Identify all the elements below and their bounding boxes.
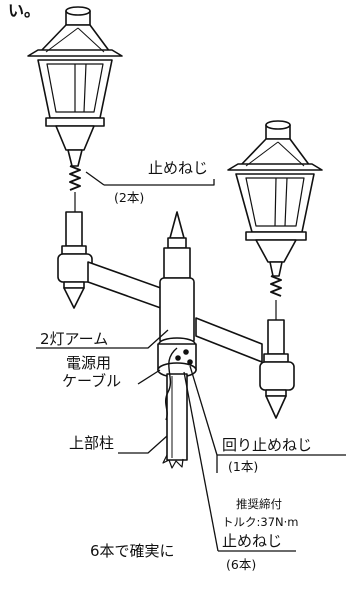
right-lantern	[227, 120, 323, 419]
stop-screw-label: 止めねじ	[148, 159, 209, 177]
power-cable-label-line1: 電源用	[66, 354, 112, 372]
torque-label-line2: トルク:37N·m	[222, 515, 299, 529]
bottom-text-fragment: 6本で確実に	[90, 542, 175, 560]
top-text-fragment: い。	[8, 1, 41, 20]
upper-pole-label: 上部柱	[69, 434, 115, 452]
power-cable-label-line2: ケーブル	[62, 372, 122, 390]
arm-and-pole	[87, 211, 263, 469]
arm-label: 2灯アーム	[40, 330, 109, 348]
torque-label-line1: 推奨締付	[236, 497, 282, 511]
leader-lines	[36, 171, 346, 552]
left-lantern	[27, 6, 123, 309]
stop-screw-quantity: (2本)	[114, 190, 145, 205]
stop-screw-six-quantity: (6本)	[226, 557, 257, 572]
rotation-stop-screw-quantity: (1本)	[228, 459, 259, 474]
stop-screw-six-label: 止めねじ	[222, 532, 283, 550]
rotation-stop-screw-label: 回り止めねじ	[222, 436, 313, 454]
